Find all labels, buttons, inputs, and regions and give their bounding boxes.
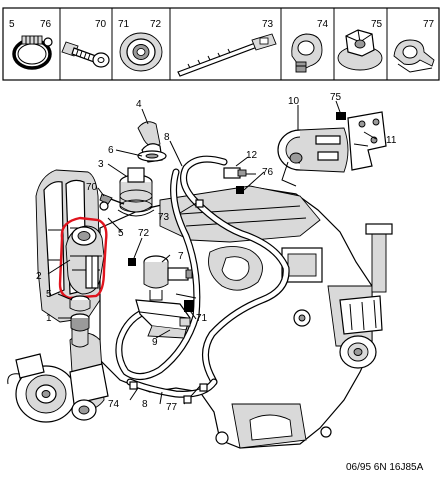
parts-bar-ref-76: 76 bbox=[40, 19, 52, 30]
egr-valve-assembly bbox=[99, 121, 167, 217]
flange-nut-icon bbox=[337, 29, 383, 71]
callout-72: 72 bbox=[138, 228, 150, 239]
pipe-connector bbox=[223, 167, 256, 194]
callout-74: 74 bbox=[108, 399, 120, 410]
callout-6: 6 bbox=[108, 145, 114, 156]
parts-bar-ref-70: 70 bbox=[95, 19, 107, 30]
callout-73: 73 bbox=[158, 212, 170, 223]
reference-markers bbox=[129, 199, 208, 404]
callout-7: 7 bbox=[178, 251, 184, 262]
callout-labels: 4 6 3 70 5 2 5 1 8 73 12 76 10 75 11 7 7… bbox=[36, 92, 397, 413]
callout-1: 1 bbox=[46, 313, 52, 324]
vacuum-actuator bbox=[277, 111, 387, 187]
spring-clip-icon bbox=[393, 39, 435, 73]
parts-bar: 5 76 70 71 72 73 74 75 77 bbox=[2, 7, 440, 81]
hose-clamp-icon bbox=[12, 35, 53, 70]
parts-bar-ref-77: 77 bbox=[423, 19, 435, 30]
callout-3: 3 bbox=[98, 159, 104, 170]
parts-bar-ref-73: 73 bbox=[262, 19, 274, 30]
parts-bar-ref-75: 75 bbox=[371, 19, 383, 30]
callout-70: 70 bbox=[86, 182, 98, 193]
callout-9: 9 bbox=[152, 337, 158, 348]
callout-4: 4 bbox=[136, 99, 142, 110]
callout-76: 76 bbox=[262, 167, 274, 178]
egr-pipe bbox=[65, 225, 105, 295]
turbocharger bbox=[7, 332, 109, 423]
callout-2: 2 bbox=[36, 271, 42, 282]
callout-71: 71 bbox=[196, 313, 208, 324]
callout-8-upper: 8 bbox=[164, 132, 170, 143]
callout-12: 12 bbox=[246, 150, 258, 161]
figure-reference: 06/95 6N 16J85A bbox=[346, 462, 424, 473]
callout-5-upper: 5 bbox=[118, 228, 124, 239]
engine-block bbox=[7, 169, 393, 449]
callout-10: 10 bbox=[288, 96, 300, 107]
callout-75: 75 bbox=[330, 92, 342, 103]
callout-11: 11 bbox=[386, 135, 397, 146]
parts-bar-ref-71: 71 bbox=[118, 19, 130, 30]
callout-77: 77 bbox=[166, 402, 178, 413]
pipe-clip-icon bbox=[291, 33, 323, 73]
solenoid-valve bbox=[128, 255, 197, 339]
grommet-icon bbox=[119, 32, 163, 72]
parts-bar-ref-74: 74 bbox=[317, 19, 329, 30]
highlight-outline bbox=[58, 216, 108, 300]
cable-tie-icon bbox=[177, 33, 277, 77]
hose-fitting bbox=[69, 295, 91, 348]
bolt-icon bbox=[61, 41, 110, 68]
parts-bar-ref-72: 72 bbox=[150, 19, 162, 30]
callout-5-lower: 5 bbox=[46, 289, 52, 300]
parts-bar-ref-5: 5 bbox=[9, 19, 15, 30]
leader-lines bbox=[47, 100, 377, 405]
callout-8-lower: 8 bbox=[142, 399, 148, 410]
